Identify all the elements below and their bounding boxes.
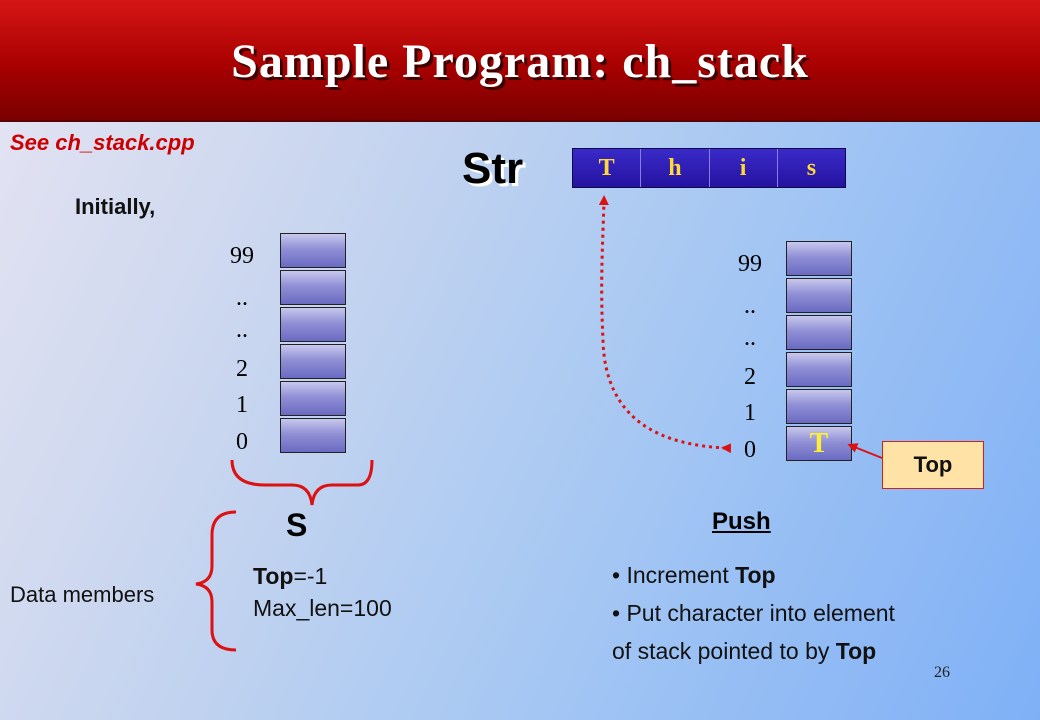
data-members-brace <box>195 510 237 652</box>
member-max-len: Max_len=100 <box>253 595 392 621</box>
push-step-2-cont: of stack pointed to by Top <box>612 632 895 670</box>
push-step-2: • Put character into element <box>612 600 895 626</box>
left-stack-index: .. <box>236 317 248 343</box>
str-cell: s <box>806 155 817 181</box>
str-label: Str <box>462 144 524 193</box>
stack-slot <box>786 389 852 424</box>
stack-slot <box>786 241 852 276</box>
push-steps: • Increment Top • Put character into ele… <box>612 556 895 670</box>
member-top-key: Top <box>253 563 294 589</box>
stack-slot <box>280 344 346 379</box>
left-stack-index: 2 <box>236 356 248 382</box>
stack-slot <box>280 307 346 342</box>
push-step-1-text: Increment <box>626 562 736 588</box>
right-stack-index: .. <box>744 325 756 351</box>
push-dotted-arrow <box>598 195 732 454</box>
str-cell: T <box>573 149 642 187</box>
stack-slot <box>786 278 852 313</box>
right-stack-index: 2 <box>744 364 756 390</box>
top-pointer-box: Top <box>882 441 984 489</box>
left-stack <box>280 233 346 455</box>
stack-name-label: S <box>286 507 308 543</box>
title-bar: Sample Program: ch_stack <box>0 0 1040 122</box>
left-stack-index: 1 <box>236 392 248 418</box>
stack-slot <box>280 381 346 416</box>
right-stack: T <box>786 241 852 463</box>
member-top-value: =-1 <box>293 563 328 589</box>
left-stack-index: 99 <box>230 243 254 269</box>
str-array: T h i s <box>572 148 846 188</box>
push-step-1: • Increment Top <box>612 562 776 588</box>
stack-slot <box>280 270 346 305</box>
push-step-1-bold: Top <box>735 562 776 588</box>
stack-slot <box>786 315 852 350</box>
str-cell: i <box>710 149 778 187</box>
stack-slot <box>280 233 346 268</box>
slide-title: Sample Program: ch_stack <box>231 35 809 88</box>
stack-slot <box>786 352 852 387</box>
left-stack-index: .. <box>236 285 248 311</box>
right-stack-index: 0 <box>744 437 756 463</box>
left-stack-index: 0 <box>236 429 248 455</box>
stack-slot-top: T <box>786 426 852 461</box>
initially-label: Initially, <box>75 194 156 219</box>
stack-slot <box>280 418 346 453</box>
right-stack-index: .. <box>744 293 756 319</box>
see-file-note: See ch_stack.cpp <box>10 130 195 155</box>
page-number: 26 <box>934 664 950 681</box>
push-step-2-bold: Top <box>835 638 877 664</box>
data-members-list: Top=-1 Max_len=100 <box>253 560 392 624</box>
push-title: Push <box>712 508 771 535</box>
data-members-label: Data members <box>10 582 155 607</box>
push-step-2-line1: Put character into element <box>626 600 895 626</box>
top-pointer-arrow <box>847 443 883 459</box>
right-stack-index: 1 <box>744 400 756 426</box>
right-stack-index: 99 <box>738 251 762 277</box>
push-step-2-line2: of stack pointed to by <box>612 638 836 664</box>
str-cell: h <box>641 149 710 187</box>
member-top: Top=-1 <box>253 560 392 592</box>
stack-brace <box>230 459 374 506</box>
